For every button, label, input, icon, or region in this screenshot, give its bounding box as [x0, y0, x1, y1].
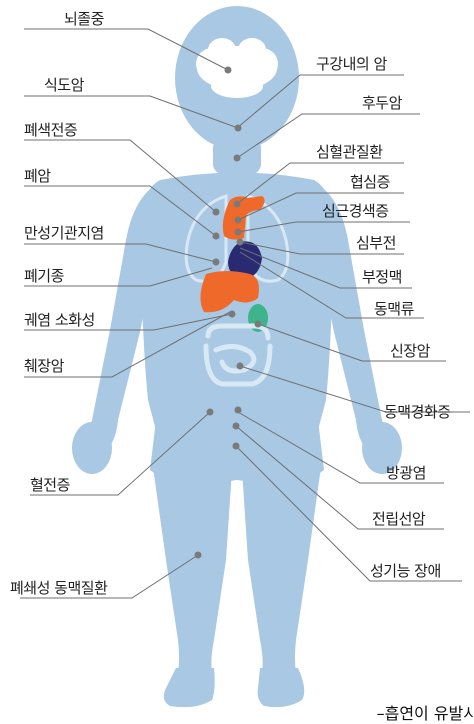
label-prostate-cancer: 전립선암: [372, 510, 425, 528]
label-occlusive-arterial-disease: 폐쇄성 동맥질환: [10, 579, 107, 597]
label-oral-cancer: 구강내의 암: [316, 55, 387, 73]
label-kidney-cancer: 신장암: [390, 342, 430, 360]
label-pancreatic-cancer: 췌장암: [24, 357, 64, 375]
label-cystitis: 방광염: [386, 464, 426, 482]
label-sexual-dysfunction: 성기능 장애: [370, 562, 441, 580]
body-silhouette: [72, 6, 402, 707]
label-arrhythmia: 부정맥: [362, 268, 402, 286]
label-aneurysm: 동맥류: [374, 300, 414, 318]
label-emphysema: 폐기종: [24, 267, 64, 285]
label-laryngeal-cancer: 후두암: [362, 94, 402, 112]
label-lung-cancer: 폐암: [24, 167, 51, 185]
label-thrombosis: 혈전증: [30, 476, 70, 494]
label-peptic-ulcer: 궤염 소화성: [24, 311, 95, 329]
label-stroke: 뇌졸중: [64, 10, 104, 28]
label-esophageal-cancer: 식도암: [44, 76, 84, 94]
footer-caption: –흡연이 유발시: [377, 700, 474, 724]
label-chronic-bronchitis: 만성기관지염: [24, 224, 104, 242]
label-myocardial-infarction: 심근경색증: [322, 202, 389, 220]
label-heart-failure: 심부전: [356, 234, 396, 252]
label-cardiovascular-disease: 심혈관질환: [316, 143, 383, 161]
label-atherosclerosis: 동맥경화증: [384, 403, 451, 421]
label-angina: 협심증: [350, 173, 390, 191]
label-pulmonary-embolism: 폐색전증: [24, 121, 77, 139]
